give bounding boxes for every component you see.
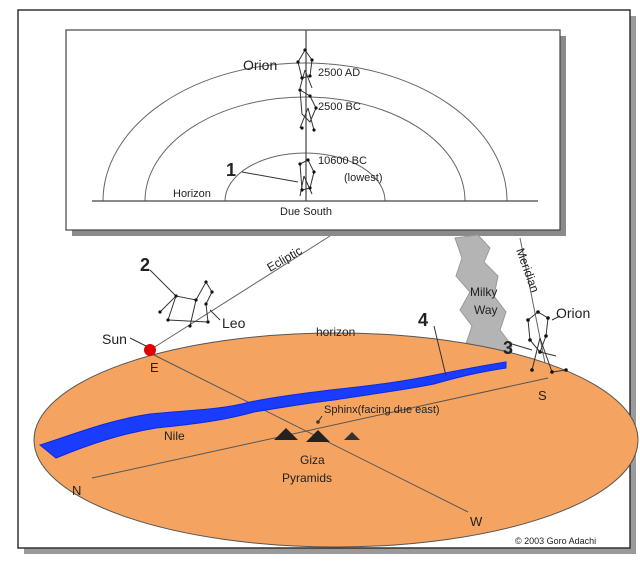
pointer-1 [241,171,299,183]
desert-plain [33,332,639,548]
giza-label-1: Giza [300,453,325,467]
meridian-line-upper [519,237,549,379]
due-south-label: Due South [280,206,332,218]
east-west-line [147,351,469,513]
compass-west: W [470,514,483,529]
compass-south: S [538,388,547,403]
inset-horizon-label: Horizon [173,188,211,200]
milky-way-label-1: Milky [470,285,497,299]
sky-arc-middle [144,96,466,202]
orion-label: Orion [556,305,590,321]
ecliptic-line [149,235,331,351]
label-2500ad: 2500 AD [318,67,360,79]
orion-pointer [551,315,561,321]
sun-marker [144,344,156,356]
marker-3: 3 [503,338,513,358]
pyramid-khafre [306,430,330,442]
sun-label: Sun [102,331,127,347]
compass-north: N [72,483,81,498]
orion-top-label: Orion [243,57,277,73]
compass-east: E [150,360,159,375]
copyright-text: © 2003 Goro Adachi [515,536,596,546]
giza-label-2: Pyramids [282,471,332,485]
marker-1: 1 [226,160,236,180]
nile-label: Nile [164,429,185,443]
marker-4: 4 [418,310,428,330]
milky-way-label-2: Way [474,303,498,317]
sun-pointer [129,337,147,347]
sphinx-label: Sphinx(facing due east) [324,404,440,416]
label-10600bc: 10600 BC [318,155,367,167]
pointer-3 [511,343,533,351]
leo-label: Leo [222,315,246,331]
label-2500bc: 2500 BC [318,101,361,113]
sky-arc-inner [224,152,386,202]
marker-2: 2 [140,255,150,275]
pyramid-khufu [274,428,298,440]
pyramid-menkaure [344,432,360,440]
leo-pointer [209,309,221,321]
sphinx-pointer [317,415,323,423]
horizon-label: horizon [316,325,355,339]
orion-2500bc-constellation [299,89,317,131]
north-south-line [91,377,549,479]
nile-river [38,361,507,459]
label-lowest: (lowest) [344,172,383,184]
sky-arc-outer [102,62,508,202]
pointer-4 [433,325,447,377]
